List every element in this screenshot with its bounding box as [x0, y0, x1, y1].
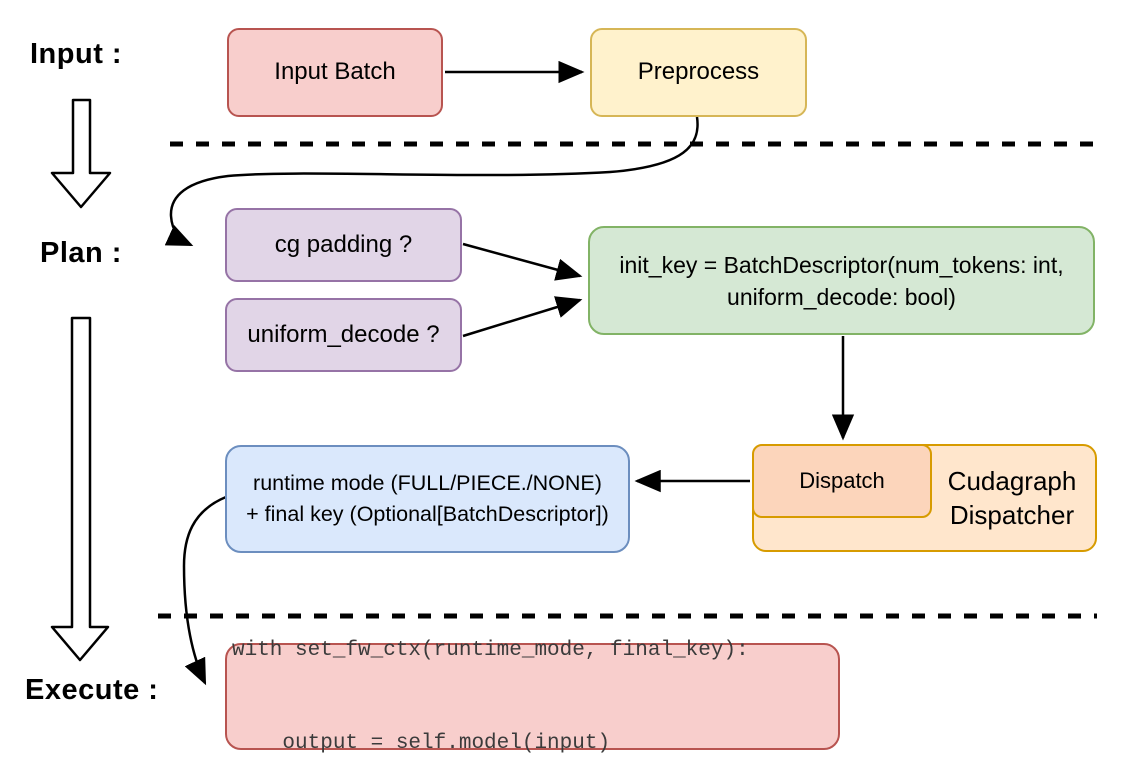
plan-stage-arrow-icon [50, 316, 110, 662]
stage-label-plan: Plan : [40, 237, 122, 269]
node-preprocess: Preprocess [590, 28, 807, 117]
node-dispatch: Dispatch [752, 444, 932, 518]
stage-label-execute: Execute : [25, 674, 159, 706]
execute-code-line2: output = self.model(input) [232, 731, 611, 755]
node-cg-padding: cg padding ? [225, 208, 462, 282]
arrow-runtime-to-execute [182, 495, 227, 686]
node-init-key: init_key = BatchDescriptor(num_tokens: i… [588, 226, 1095, 335]
cudagraph-dispatcher-line2: Dispatcher [949, 500, 1075, 530]
node-input-batch-label: Input Batch [274, 58, 396, 86]
node-input-batch: Input Batch [227, 28, 443, 117]
node-cg-padding-label: cg padding ? [274, 230, 413, 258]
node-runtime-result: runtime mode (FULL/PIECE./NONE) + final … [225, 445, 630, 553]
arrow-uniformdecode-to-initkey [462, 296, 583, 338]
node-uniform-decode-label: uniform_decode ? [247, 320, 440, 348]
runtime-result-line1: runtime mode (FULL/PIECE./NONE) [253, 471, 602, 495]
runtime-result-line2: + final key (Optional[BatchDescriptor]) [246, 502, 609, 526]
node-uniform-decode: uniform_decode ? [225, 298, 462, 372]
node-dispatch-label: Dispatch [799, 468, 885, 494]
node-preprocess-label: Preprocess [637, 58, 760, 86]
init-key-line2: uniform_decode: bool) [727, 283, 956, 310]
init-key-line1: init_key = BatchDescriptor(num_tokens: i… [619, 251, 1064, 278]
arrow-cgpadding-to-initkey [462, 242, 583, 281]
input-stage-arrow-icon [50, 98, 112, 209]
stage-label-input: Input : [30, 38, 123, 70]
cudagraph-dispatcher-line1: Cudagraph [947, 466, 1077, 496]
node-execute-code: with set_fw_ctx(runtime_mode, final_key)… [225, 639, 840, 755]
execute-code-line1: with set_fw_ctx(runtime_mode, final_key)… [232, 638, 749, 662]
